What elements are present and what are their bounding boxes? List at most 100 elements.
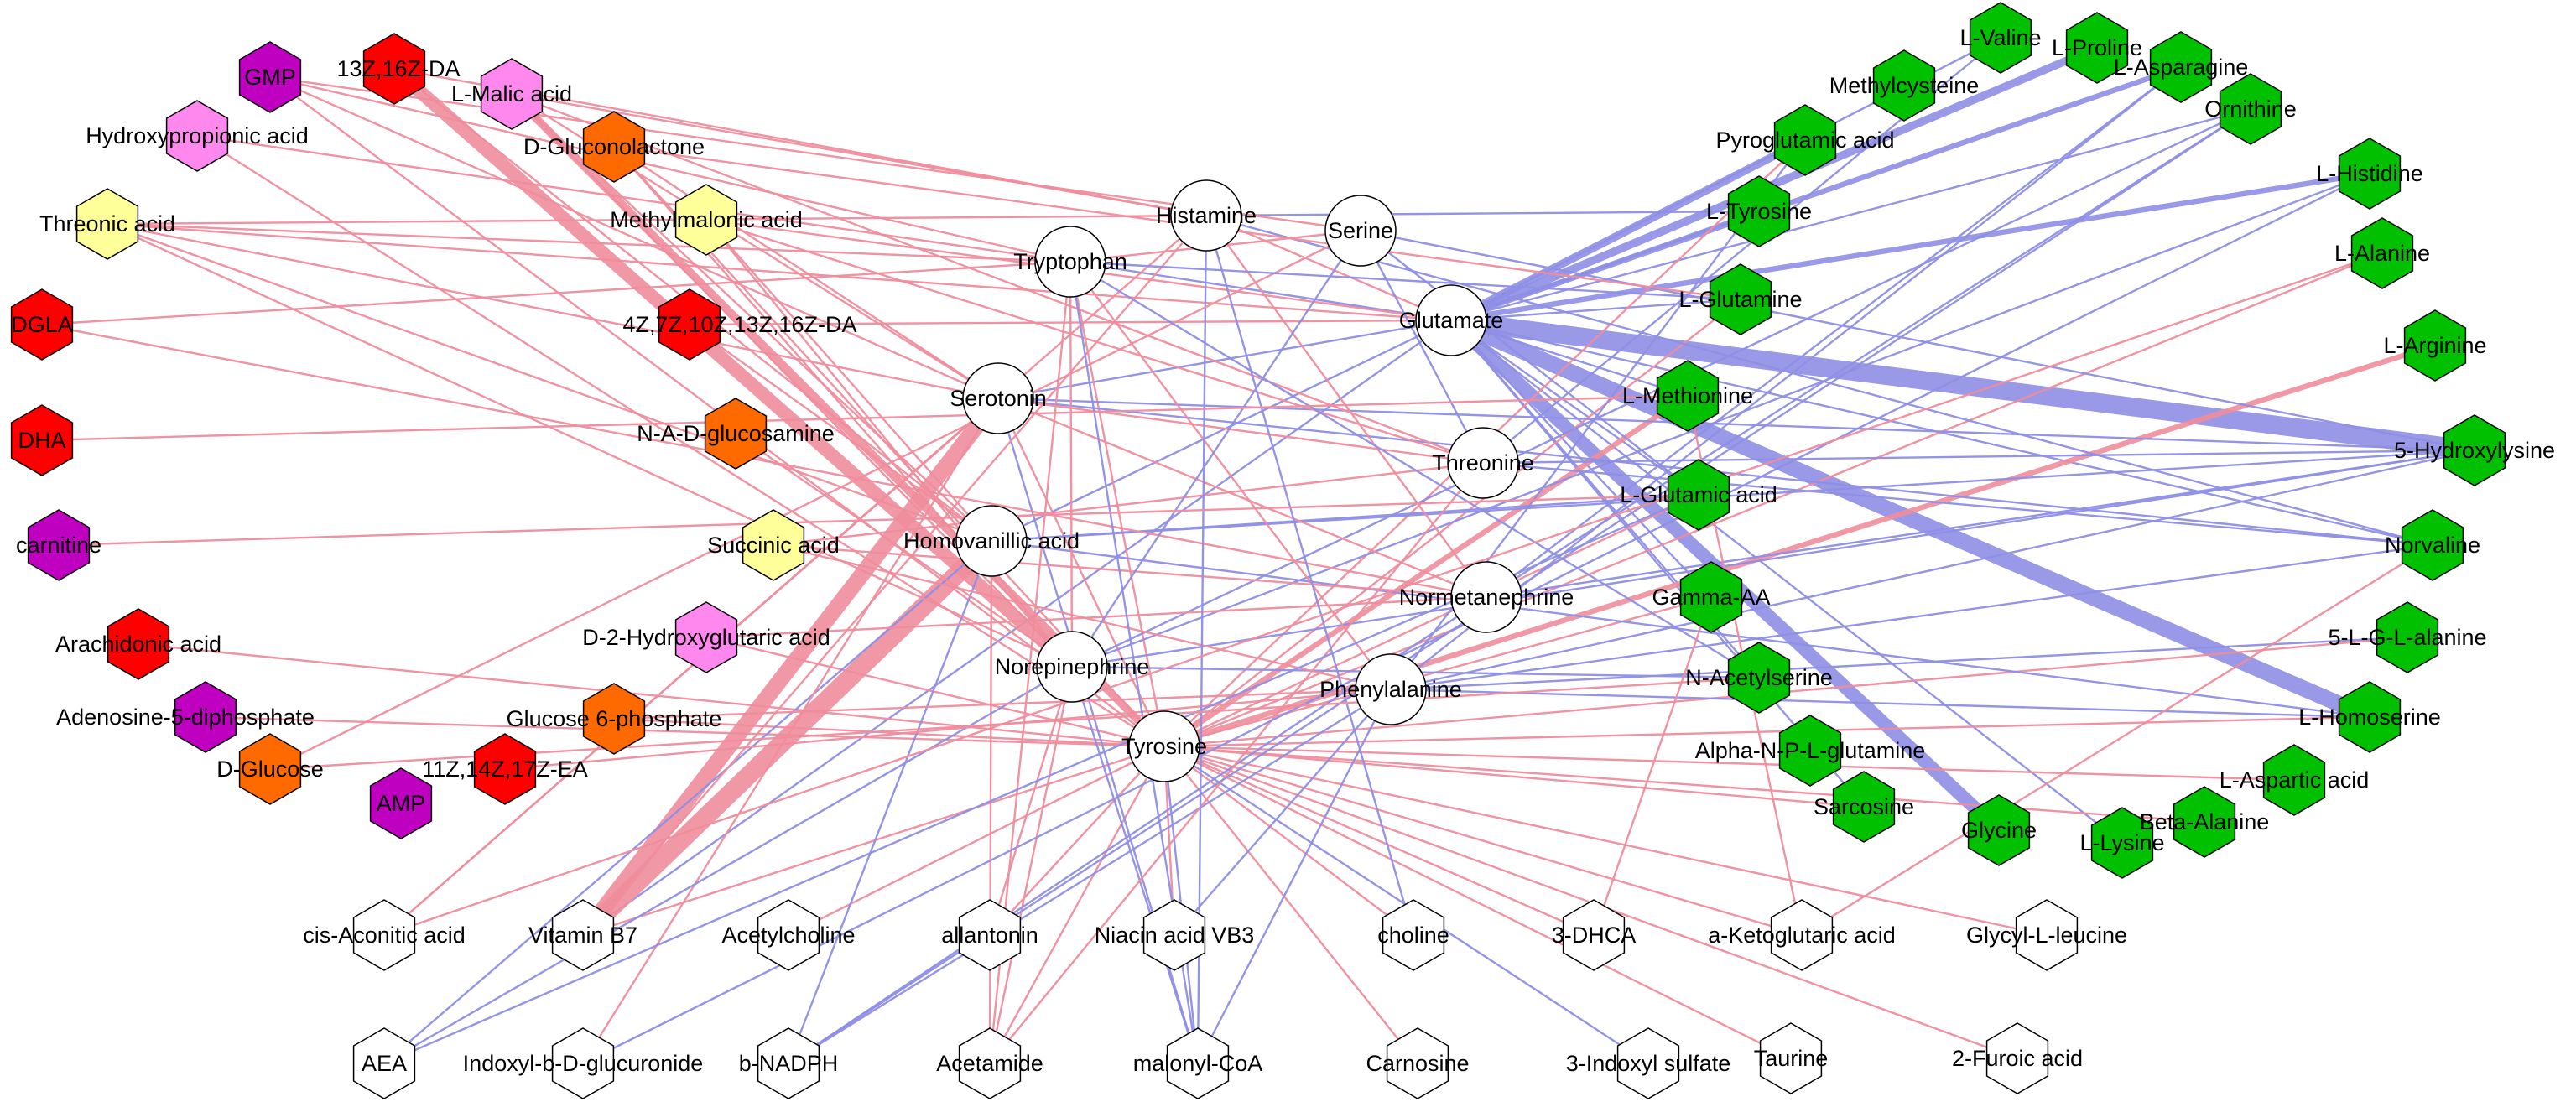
node-indoxyls[interactable]: 3-Indoxyl sulfate: [1566, 1027, 1731, 1099]
node-da4[interactable]: 4Z,7Z,10Z,13Z,16Z-DA: [622, 288, 857, 361]
node-norvaline[interactable]: Norvaline: [2385, 509, 2480, 581]
edge-normet-asparagine: [1486, 66, 2182, 598]
node-threonic[interactable]: Threonic acid: [39, 188, 175, 260]
node-carnosine[interactable]: Carnosine: [1366, 1027, 1470, 1099]
node-asparagine[interactable]: L-Asparagine: [2114, 31, 2249, 103]
node-label: L-Aspartic acid: [2220, 767, 2370, 793]
node-dha[interactable]: DHA: [10, 404, 74, 476]
node-nadph[interactable]: b-NADPH: [739, 1027, 839, 1099]
edge-tryptophan-glutamine: [1069, 260, 1741, 301]
node-dhca[interactable]: 3-DHCA: [1552, 899, 1637, 971]
edge-histamine-vitb7: [582, 215, 1207, 936]
node-label: Glucose 6-phosphate: [507, 706, 722, 731]
node-label: 4Z,7Z,10Z,13Z,16Z-DA: [622, 312, 856, 337]
node-gmp[interactable]: GMP: [238, 41, 302, 113]
node-hexagon: [1667, 459, 1730, 531]
node-valine[interactable]: L-Valine: [1959, 2, 2042, 74]
node-ltyr[interactable]: L-Tyrosine: [1706, 175, 1812, 247]
node-malic[interactable]: L-Malic acid: [451, 58, 572, 130]
node-malonyl[interactable]: malonyl-CoA: [1133, 1027, 1263, 1099]
node-cisacon[interactable]: cis-Aconitic acid: [303, 899, 466, 971]
node-glycylleu[interactable]: Glycyl-L-leucine: [1966, 899, 2127, 971]
node-hexagon: [362, 33, 426, 105]
node-methylcys[interactable]: Methylcysteine: [1829, 49, 1980, 122]
node-aea[interactable]: AEA: [352, 1027, 416, 1099]
node-glutamate[interactable]: Glutamate: [1399, 284, 1504, 356]
node-label: L-Methionine: [1622, 383, 1753, 408]
node-label: L-Glutamine: [1678, 287, 1802, 312]
node-anplg[interactable]: Alpha-N-P-L-glutamine: [1695, 715, 1926, 787]
node-methylmal[interactable]: Methylmalonic acid: [610, 184, 803, 256]
node-lysine[interactable]: L-Lysine: [2079, 807, 2165, 879]
node-nadg[interactable]: N-A-D-glucosamine: [637, 398, 835, 470]
node-label: L-Asparagine: [2114, 55, 2249, 80]
node-taurine[interactable]: Taurine: [1754, 1022, 1829, 1094]
node-lgla[interactable]: 5-L-G-L-alanine: [2328, 601, 2487, 673]
node-arginine[interactable]: L-Arginine: [2383, 309, 2487, 382]
node-glucono[interactable]: D-Gluconolactone: [523, 111, 705, 183]
edge-normet-histamine: [1205, 215, 1487, 598]
node-acetamide[interactable]: Acetamide: [936, 1027, 1043, 1099]
node-allantoin[interactable]: allantonin: [941, 899, 1038, 971]
node-histidine[interactable]: L-Histidine: [2316, 138, 2423, 210]
node-proline[interactable]: L-Proline: [2052, 12, 2142, 84]
node-hexagon: [1656, 360, 1720, 432]
node-betaala[interactable]: Beta-Alanine: [2140, 786, 2270, 858]
node-succinic[interactable]: Succinic acid: [707, 509, 840, 581]
edge-tyrosine-aspartic: [1163, 745, 2295, 782]
edge-serine-norepi: [1070, 230, 1362, 668]
node-ornithine[interactable]: Ornithine: [2204, 73, 2297, 145]
node-sarcosine[interactable]: Sarcosine: [1814, 771, 1914, 843]
node-amp[interactable]: AMP: [369, 767, 433, 839]
node-da13[interactable]: 13Z,16Z-DA: [336, 33, 461, 105]
node-arach[interactable]: Arachidonic acid: [55, 608, 221, 680]
node-g6p[interactable]: Glucose 6-phosphate: [507, 683, 722, 755]
node-carnitine[interactable]: carnitine: [16, 509, 101, 581]
node-hexagon: [1562, 899, 1626, 971]
node-label: L-Valine: [1959, 25, 2041, 50]
node-circle: [1450, 561, 1522, 633]
node-dgla[interactable]: DGLA: [10, 288, 74, 361]
node-ea11[interactable]: 11Z,14Z,17Z-EA: [422, 733, 588, 805]
node-methionine[interactable]: L-Methionine: [1622, 360, 1753, 432]
node-serotonin[interactable]: Serotonin: [950, 362, 1047, 434]
node-norepi[interactable]: Norepinephrine: [995, 631, 1150, 703]
node-vitb7[interactable]: Vitamin B7: [528, 899, 637, 971]
node-dglucose[interactable]: D-Glucose: [216, 733, 324, 805]
edge-hva-hydroxylys: [991, 449, 2475, 543]
node-d2hg[interactable]: D-2-Hydroxyglutaric acid: [582, 601, 830, 673]
node-tyrosine[interactable]: Tyrosine: [1121, 710, 1207, 782]
node-normet[interactable]: Normetanephrine: [1399, 561, 1574, 633]
node-choline[interactable]: choline: [1377, 899, 1449, 971]
node-hydroxyprop[interactable]: Hydroxypropionic acid: [86, 100, 309, 172]
node-nacser[interactable]: N-Acetylserine: [1685, 642, 1833, 714]
node-lglu[interactable]: L-Glutamic acid: [1620, 459, 1777, 531]
edge-tryptophan-hydroxyprop: [196, 134, 1071, 263]
node-acetylcholine[interactable]: Acetylcholine: [721, 899, 856, 971]
node-hva[interactable]: Homovanillic acid: [903, 505, 1080, 577]
node-pyroglu[interactable]: Pyroglutamic acid: [1715, 104, 1895, 176]
node-label: L-Malic acid: [451, 81, 572, 107]
node-homoser[interactable]: L-Homoserine: [2298, 681, 2441, 753]
node-aspartic[interactable]: L-Aspartic acid: [2220, 744, 2370, 816]
node-hydroxylys[interactable]: 5-Hydroxylysine: [2394, 414, 2555, 486]
node-glutamine[interactable]: L-Glutamine: [1678, 263, 1803, 335]
node-gaba[interactable]: Gamma-AA: [1652, 561, 1771, 633]
node-histamine[interactable]: Histamine: [1156, 179, 1257, 252]
node-label: Hydroxypropionic acid: [86, 123, 309, 148]
node-glycine[interactable]: Glycine: [1961, 794, 2037, 866]
node-label: 3-DHCA: [1552, 923, 1637, 948]
edge-serine-hydroxylys: [1360, 229, 2475, 452]
node-furoic[interactable]: 2-Furoic acid: [1952, 1022, 2083, 1094]
node-alanine[interactable]: L-Alanine: [2334, 217, 2430, 289]
node-circle: [1170, 179, 1242, 252]
node-phe[interactable]: Phenylalanine: [1319, 653, 1462, 725]
node-adp[interactable]: Adenosine-5-diphosphate: [56, 681, 315, 753]
node-niacin[interactable]: Niacin acid VB3: [1095, 899, 1255, 971]
node-serine[interactable]: Serine: [1324, 195, 1397, 267]
node-indoxylg[interactable]: Indoxyl-b-D-glucuronide: [463, 1027, 704, 1099]
node-akg[interactable]: a-Ketoglutaric acid: [1708, 899, 1896, 971]
node-tryptophan[interactable]: Tryptophan: [1013, 226, 1127, 298]
node-threonine[interactable]: Threonine: [1432, 427, 1534, 499]
